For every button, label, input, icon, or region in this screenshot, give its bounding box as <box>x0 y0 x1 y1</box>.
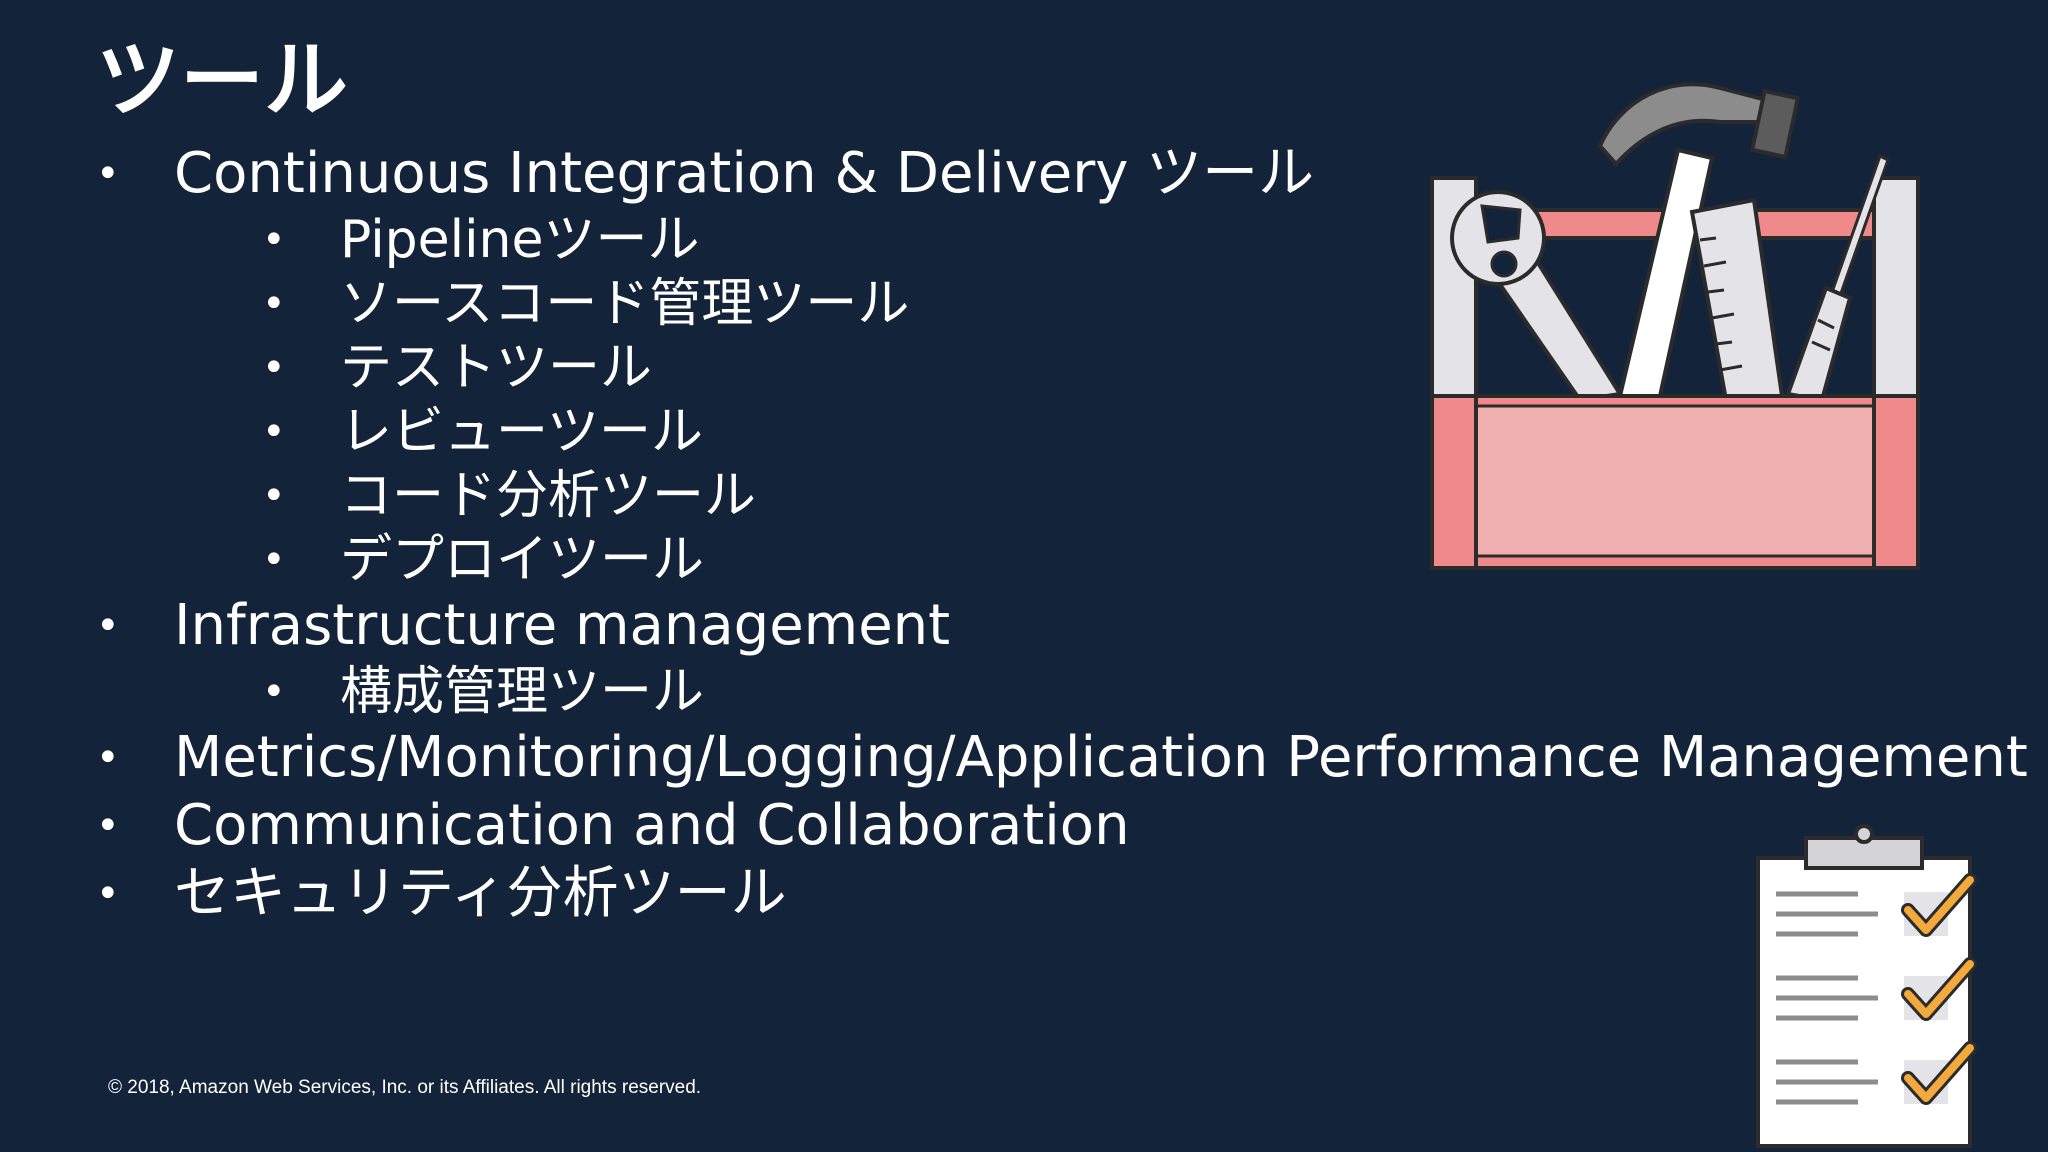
slide-title: ツール <box>96 31 349 129</box>
bullet-text: 構成管理ツール <box>340 662 705 722</box>
bullet-text: Metrics/Monitoring/Logging/Application P… <box>174 725 2028 790</box>
bullet-text: セキュリティ分析ツール <box>174 861 787 926</box>
bullet-item-security: • セキュリティ分析ツール <box>96 860 1946 928</box>
bullet-item-test: • テストツール <box>96 336 1946 400</box>
bullet-text: テストツール <box>340 338 653 398</box>
bullet-text: レビューツール <box>340 402 703 462</box>
copyright-footer: © 2018, Amazon Web Services, Inc. or its… <box>108 1077 702 1098</box>
bullet-item-communication: • Communication and Collaboration <box>96 792 1946 860</box>
bullet-text: Infrastructure management <box>174 593 951 658</box>
bullet-item-code-analysis: • コード分析ツール <box>96 464 1946 528</box>
bullet-dot: • <box>262 217 286 263</box>
bullet-dot: • <box>96 603 120 649</box>
bullet-dot: • <box>96 735 120 781</box>
bullet-item-ci-cd: • Continuous Integration & Delivery ツール <box>96 140 1946 208</box>
bullet-text: ソースコード管理ツール <box>340 274 910 334</box>
bullet-dot: • <box>262 409 286 455</box>
bullet-text: Communication and Collaboration <box>174 793 1130 858</box>
bullet-dot: • <box>262 345 286 391</box>
bullet-text: デプロイツール <box>340 530 705 590</box>
toolbox-icon <box>1430 82 1920 570</box>
bullet-dot: • <box>96 803 120 849</box>
bullet-dot: • <box>262 669 286 715</box>
bullet-text: Continuous Integration & Delivery ツール <box>174 141 1315 206</box>
bullet-item-metrics: • Metrics/Monitoring/Logging/Application… <box>96 724 2028 792</box>
bullet-dot: • <box>96 871 120 917</box>
bullet-text: Pipelineツール <box>340 210 700 270</box>
bullet-item-configuration: • 構成管理ツール <box>96 660 1946 724</box>
bullet-item-deploy: • デプロイツール <box>96 528 1946 592</box>
bullet-item-infrastructure: • Infrastructure management <box>96 592 1946 660</box>
checklist-clipboard-icon <box>1756 824 1977 1148</box>
bullet-list: • Continuous Integration & Delivery ツール … <box>96 140 2028 928</box>
bullet-dot: • <box>262 281 286 327</box>
bullet-dot: • <box>262 537 286 583</box>
bullet-item-source-control: • ソースコード管理ツール <box>96 272 1946 336</box>
bullet-dot: • <box>96 151 120 197</box>
bullet-item-review: • レビューツール <box>96 400 1946 464</box>
bullet-text: コード分析ツール <box>340 466 757 526</box>
bullet-item-pipeline: • Pipelineツール <box>96 208 1946 272</box>
bullet-dot: • <box>262 473 286 519</box>
